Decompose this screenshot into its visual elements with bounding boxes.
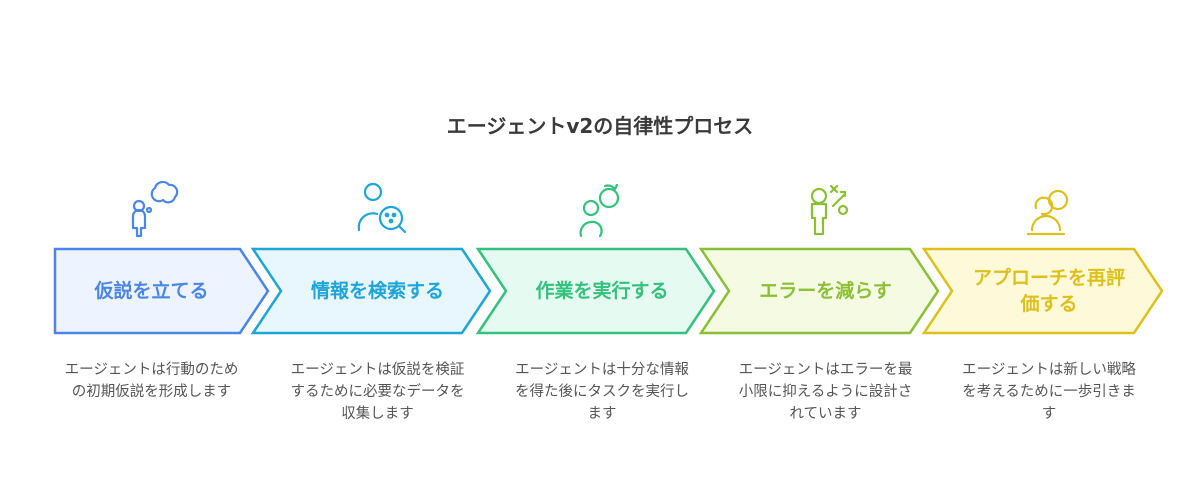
person-strategy-icon	[791, 178, 861, 238]
step-label: エラーを減らす	[759, 280, 892, 302]
step-arrow-1	[53, 247, 270, 335]
step-arrow-4	[698, 247, 940, 335]
step-label: 仮説を立てる	[94, 280, 209, 302]
thinking-person-icon	[117, 178, 187, 238]
step-arrow-5	[921, 247, 1164, 335]
person-search-icon	[343, 178, 413, 238]
step-label: 情報を検索する	[310, 280, 444, 302]
step-arrow-3	[475, 247, 716, 335]
step-description: エージェントは仮説を検証するために必要なデータを収集します	[290, 362, 465, 422]
person-cycle-icon	[567, 178, 637, 238]
step-description: エージェントはエラーを最小限に抑えるように設計されています	[738, 362, 913, 422]
step-label: 作業を実行する	[535, 280, 669, 302]
step-description: エージェントは新しい戦略を考えるために一歩引きます	[962, 362, 1136, 422]
step-label: アプローチを再評価する	[972, 267, 1125, 315]
step-description: エージェントは行動のための初期仮説を形成します	[64, 362, 239, 400]
diagram-title: エージェントv2の自律性プロセス	[446, 114, 754, 138]
step-description: エージェントは十分な情報を得た後にタスクを実行します	[515, 362, 689, 422]
step-arrow-2	[250, 247, 492, 335]
person-rethink-icon	[1014, 178, 1084, 238]
